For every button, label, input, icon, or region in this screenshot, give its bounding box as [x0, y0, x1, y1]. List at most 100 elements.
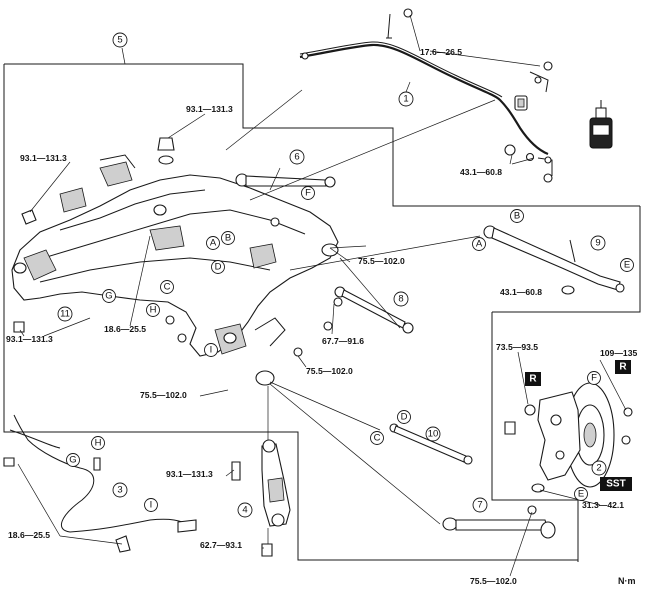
torque-center: 75.5—102.0: [306, 366, 353, 376]
callout-1: 1: [398, 91, 414, 107]
parking-brake-cable-3: [3, 414, 197, 553]
letter-c-arm10: C: [370, 431, 384, 445]
unit-label: N·m: [618, 576, 636, 586]
callout-8: 8: [393, 291, 409, 307]
svg-text:1: 1: [403, 94, 408, 105]
callout-11: 11: [57, 306, 73, 322]
svg-text:D: D: [401, 412, 408, 423]
svg-text:G: G: [69, 455, 76, 466]
svg-text:I: I: [210, 345, 213, 356]
stabilizer-link: [504, 144, 553, 183]
upper-arm-6: [235, 167, 336, 191]
letter-b-crossmember: B: [221, 231, 235, 245]
callout-9: 9: [590, 235, 606, 251]
torque-bolt-right: 75.5—102.0: [358, 256, 405, 266]
svg-text:R: R: [619, 362, 627, 373]
svg-text:C: C: [164, 282, 171, 293]
torque-arm8: 67.7—91.6: [322, 336, 364, 346]
knuckle-frame: [491, 312, 579, 560]
letter-g-crossmember: G: [102, 289, 116, 303]
torque-bracket: 18.6—25.5: [104, 324, 146, 334]
badges: R R SST: [525, 360, 632, 491]
torque-labels: 17.6—26.5 93.1—131.3 93.1—131.3 43.1—60.…: [6, 47, 637, 586]
torque-arm4-lower: 62.7—93.1: [200, 540, 242, 550]
knuckle-hub-2: [504, 382, 633, 493]
trailing-link-7: [442, 505, 556, 539]
letter-f-arm6: F: [301, 186, 315, 200]
torque-crossmember-left: 93.1—131.3: [20, 153, 67, 163]
letter-d-arm10: D: [397, 410, 411, 424]
callout-6: 6: [289, 149, 305, 165]
svg-text:E: E: [624, 260, 630, 271]
torque-lower-bolt: 75.5—102.0: [140, 390, 187, 400]
stabilizer-bar: [299, 8, 553, 156]
letter-f-knuckle: F: [587, 371, 601, 385]
mount-nuts: [13, 137, 333, 357]
svg-text:I: I: [150, 500, 153, 511]
svg-text:R: R: [529, 374, 537, 385]
svg-text:F: F: [305, 188, 311, 199]
letter-a-crossmember: A: [206, 236, 220, 250]
svg-text:H: H: [150, 305, 157, 316]
svg-text:G: G: [105, 291, 112, 302]
svg-text:4: 4: [242, 505, 247, 516]
lateral-link-9: [483, 225, 625, 295]
svg-text:7: 7: [477, 500, 482, 511]
svg-text:9: 9: [595, 238, 600, 249]
svg-text:10: 10: [428, 429, 439, 440]
svg-text:8: 8: [398, 294, 403, 305]
torque-crossmember-upper: 93.1—131.3: [186, 104, 233, 114]
lateral-link-10: [389, 423, 473, 465]
torque-arm4-upper: 93.1—131.3: [166, 469, 213, 479]
numbered-callouts: 1 2 3 4 5 6 7 8 9 10 11: [57, 32, 607, 518]
torque-knuckle-lower: 31.3—42.1: [582, 500, 624, 510]
torque-knuckle-right: 109—135: [600, 348, 637, 358]
letter-e-arm9: E: [620, 258, 634, 272]
letter-d-crossmember: D: [211, 260, 225, 274]
torque-stab-bush: 43.1—60.8: [460, 167, 502, 177]
letter-c-crossmember: C: [160, 280, 174, 294]
rear-crossmember: [11, 154, 339, 386]
svg-text:3: 3: [117, 485, 122, 496]
replace-badge-right: R: [615, 360, 631, 374]
letter-e-knuckle: E: [574, 487, 588, 501]
svg-text:B: B: [225, 233, 231, 244]
letter-b-arm9: B: [510, 209, 524, 223]
svg-text:F: F: [591, 373, 597, 384]
torque-crossmember-bottom: 93.1—131.3: [6, 334, 53, 344]
svg-text:11: 11: [60, 309, 70, 320]
svg-text:D: D: [215, 262, 222, 273]
callout-10: 10: [425, 426, 441, 442]
svg-text:B: B: [514, 211, 520, 222]
lateral-link-8: [333, 286, 414, 334]
leader-lines: [17, 14, 627, 577]
torque-stab-link-top: 17.6—26.5: [420, 47, 462, 57]
grease-can-icon: [589, 100, 613, 149]
callout-5: 5: [112, 32, 128, 48]
letter-callouts: A B C D F G H I A B E C D F E H G I: [66, 186, 634, 512]
svg-text:6: 6: [294, 152, 299, 163]
svg-text:C: C: [374, 433, 381, 444]
letter-h-crossmember: H: [146, 303, 160, 317]
callout-7: 7: [472, 497, 488, 513]
svg-text:SST: SST: [606, 479, 625, 490]
svg-text:H: H: [95, 438, 102, 449]
svg-text:2: 2: [596, 463, 601, 474]
torque-arm7: 75.5—102.0: [470, 576, 517, 586]
svg-text:5: 5: [117, 35, 122, 46]
crossmember-frame: [3, 63, 641, 562]
callout-2: 2: [591, 460, 607, 476]
torque-cable: 18.6—25.5: [8, 530, 50, 540]
lower-arm-4: [231, 439, 291, 557]
letter-g-cable: G: [66, 453, 80, 467]
svg-text:A: A: [476, 239, 483, 250]
replace-badge-left: R: [525, 372, 541, 386]
callout-3: 3: [112, 482, 128, 498]
letter-a-arm9: A: [472, 237, 486, 251]
torque-arm9: 43.1—60.8: [500, 287, 542, 297]
torque-knuckle-upper: 73.5—93.5: [496, 342, 538, 352]
svg-text:A: A: [210, 238, 217, 249]
letter-h-cable: H: [91, 436, 105, 450]
letter-i-crossmember: I: [204, 343, 218, 357]
